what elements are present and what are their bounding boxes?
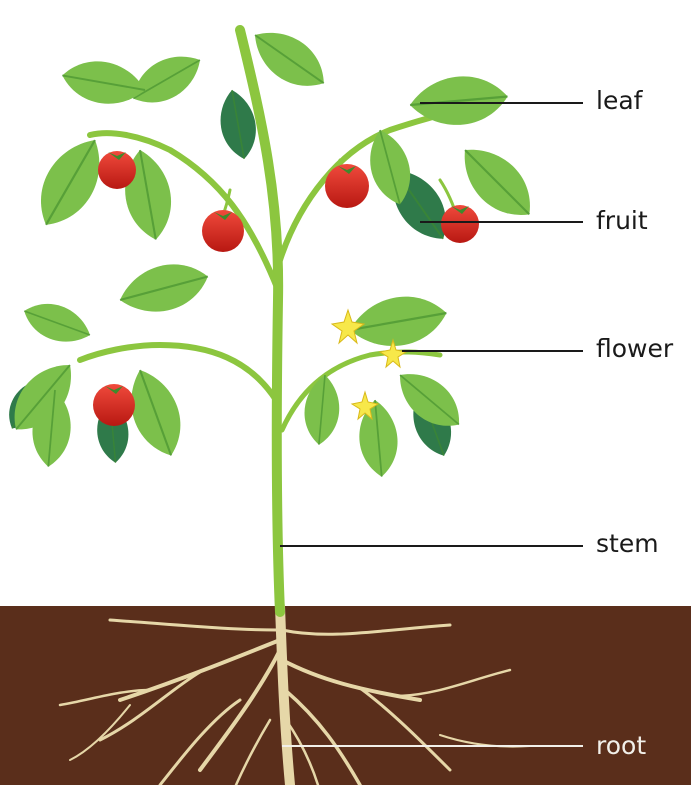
stem-label: stem	[596, 529, 659, 559]
fruit-label: fruit	[596, 206, 648, 236]
flower-label: flower	[596, 334, 673, 364]
leaf-label: leaf	[596, 86, 642, 116]
root-label: root	[596, 731, 646, 761]
